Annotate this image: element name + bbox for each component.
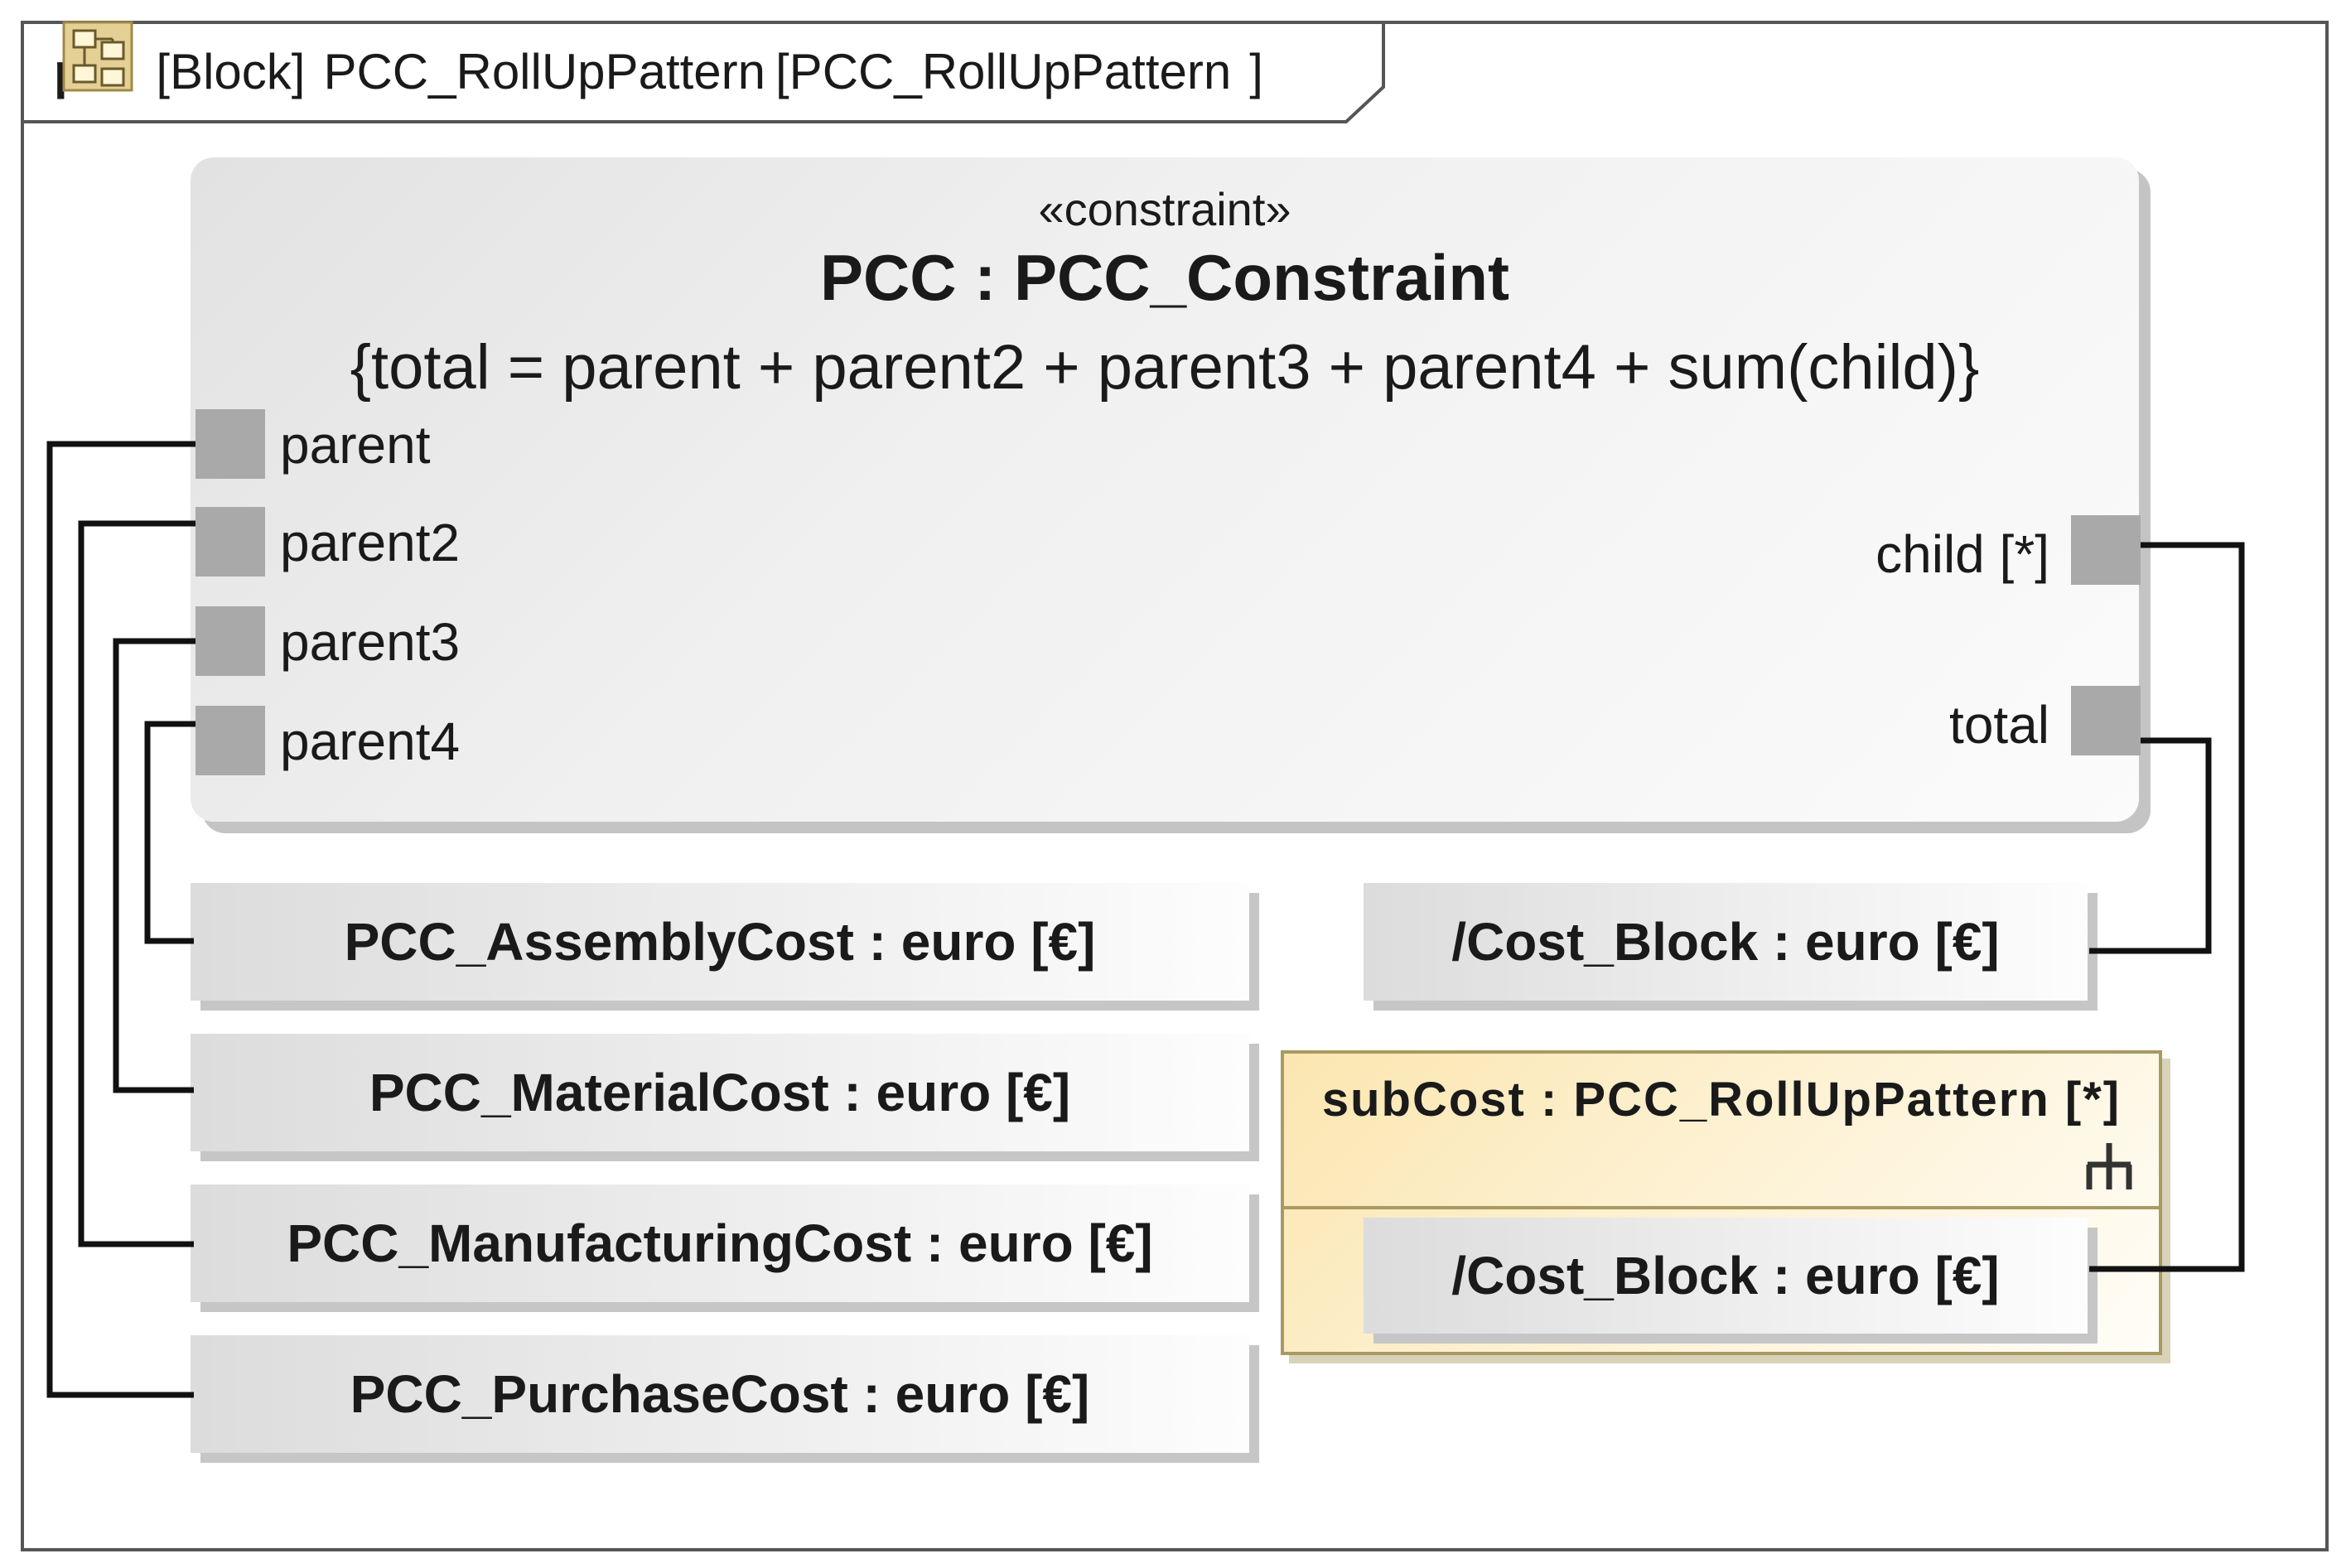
port-label-total: total xyxy=(1949,695,2049,755)
constraint-expression: {total = parent + parent2 + parent3 + pa… xyxy=(350,332,1980,403)
frame-bracket-open: [ xyxy=(775,43,789,99)
port-total[interactable] xyxy=(2071,686,2141,755)
port-child[interactable] xyxy=(2071,515,2141,585)
port-parent3[interactable] xyxy=(196,606,265,676)
constraint-property[interactable]: «constraint» PCC : PCC_Constraint {total… xyxy=(191,157,2139,822)
port-label-parent: parent xyxy=(280,415,431,475)
connector-parent4 xyxy=(144,721,196,944)
connector-parent2 xyxy=(78,520,196,1247)
frame-context-name: PCC_RollUpPattern xyxy=(789,43,1232,99)
constraint-stereotype: «constraint» xyxy=(1038,183,1291,235)
port-label-child: child [*] xyxy=(1875,524,2049,584)
diagram-frame xyxy=(21,21,2329,1551)
part-material-cost[interactable]: PCC_MaterialCost : euro [€] xyxy=(191,1034,1249,1151)
part-purchase-cost[interactable]: PCC_PurchaseCost : euro [€] xyxy=(191,1335,1249,1453)
connector-child xyxy=(2089,542,2245,1272)
frame-type: [Block] xyxy=(156,43,306,99)
port-parent4[interactable] xyxy=(196,706,265,775)
connector-parent3 xyxy=(113,638,196,1093)
frame-bracket-close: ] xyxy=(1249,43,1263,99)
port-label-parent4: parent4 xyxy=(280,712,461,771)
frame-header: par [Block] PCC_RollUpPattern [ PCC_Roll… xyxy=(21,21,1396,125)
port-label-parent2: parent2 xyxy=(280,513,461,572)
frame-block-name: PCC_RollUpPattern xyxy=(323,43,765,99)
part-cost-block[interactable]: /Cost_Block : euro [€] xyxy=(1364,883,2088,1001)
port-parent2[interactable] xyxy=(196,507,265,577)
connector-parent xyxy=(46,441,196,1398)
port-label-parent3: parent3 xyxy=(280,612,461,672)
part-manufacturing-cost[interactable]: PCC_ManufacturingCost : euro [€] xyxy=(191,1184,1249,1302)
constraint-name: PCC : PCC_Constraint xyxy=(819,241,1510,314)
rake-icon xyxy=(2086,1143,2132,1189)
port-parent[interactable] xyxy=(196,409,265,479)
subcost-title: subCost : PCC_RollUpPattern [*] xyxy=(1321,1073,2122,1127)
part-assembly-cost[interactable]: PCC_AssemblyCost : euro [€] xyxy=(191,883,1249,1001)
subcost-cost-block[interactable]: /Cost_Block : euro [€] xyxy=(1364,1218,2088,1334)
connector-total xyxy=(2089,737,2212,954)
subcost-divider xyxy=(1284,1206,2159,1209)
block-diagram-icon xyxy=(62,21,133,92)
